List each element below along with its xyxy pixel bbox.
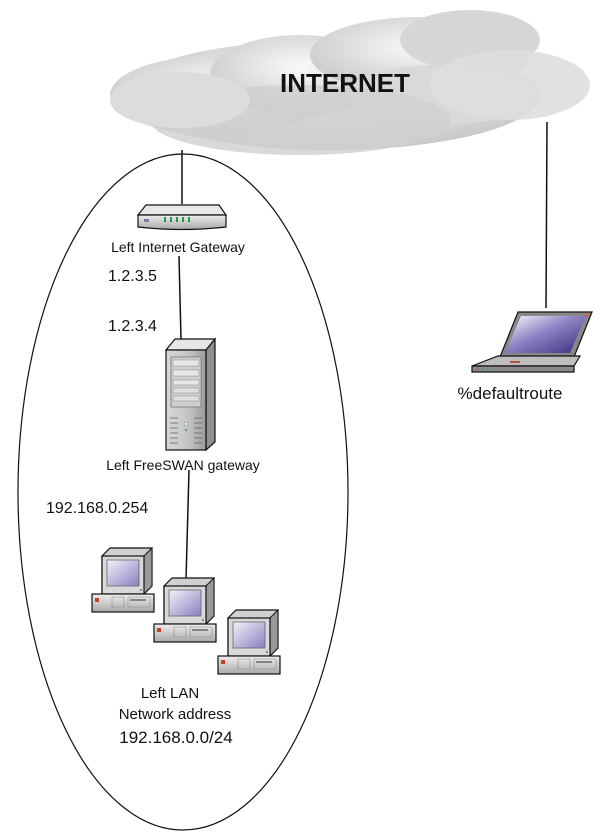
- lan-label-line2: Network address: [119, 706, 232, 723]
- server-icon: [164, 337, 217, 452]
- cloud-label: INTERNET: [280, 68, 410, 98]
- internet-cloud: [110, 10, 590, 155]
- router-label: Left Internet Gateway: [111, 239, 245, 255]
- lan-computer-icon: [153, 576, 217, 643]
- link-cloud-laptop: [545, 121, 548, 309]
- link-router-gateway: [178, 255, 182, 341]
- left-site-boundary: [17, 153, 349, 831]
- gateway-inner-ip-label: 192.168.0.254: [46, 500, 148, 517]
- gateway-public-ip-label: 1.2.3.4: [108, 318, 157, 335]
- lan-computer-icon: [91, 546, 155, 613]
- router-icon: [136, 204, 228, 231]
- gateway-label: Left FreeSWAN gateway: [106, 457, 260, 473]
- lan-computer-icon: [217, 608, 281, 675]
- laptop-label: %defaultroute: [458, 384, 563, 403]
- lan-subnet-label: 192.168.0.0/24: [119, 728, 232, 747]
- router-ip-label: 1.2.3.5: [108, 268, 157, 285]
- link-gateway-lan: [185, 469, 190, 581]
- lan-label-line1: Left LAN: [141, 685, 199, 702]
- laptop-icon: [471, 311, 593, 373]
